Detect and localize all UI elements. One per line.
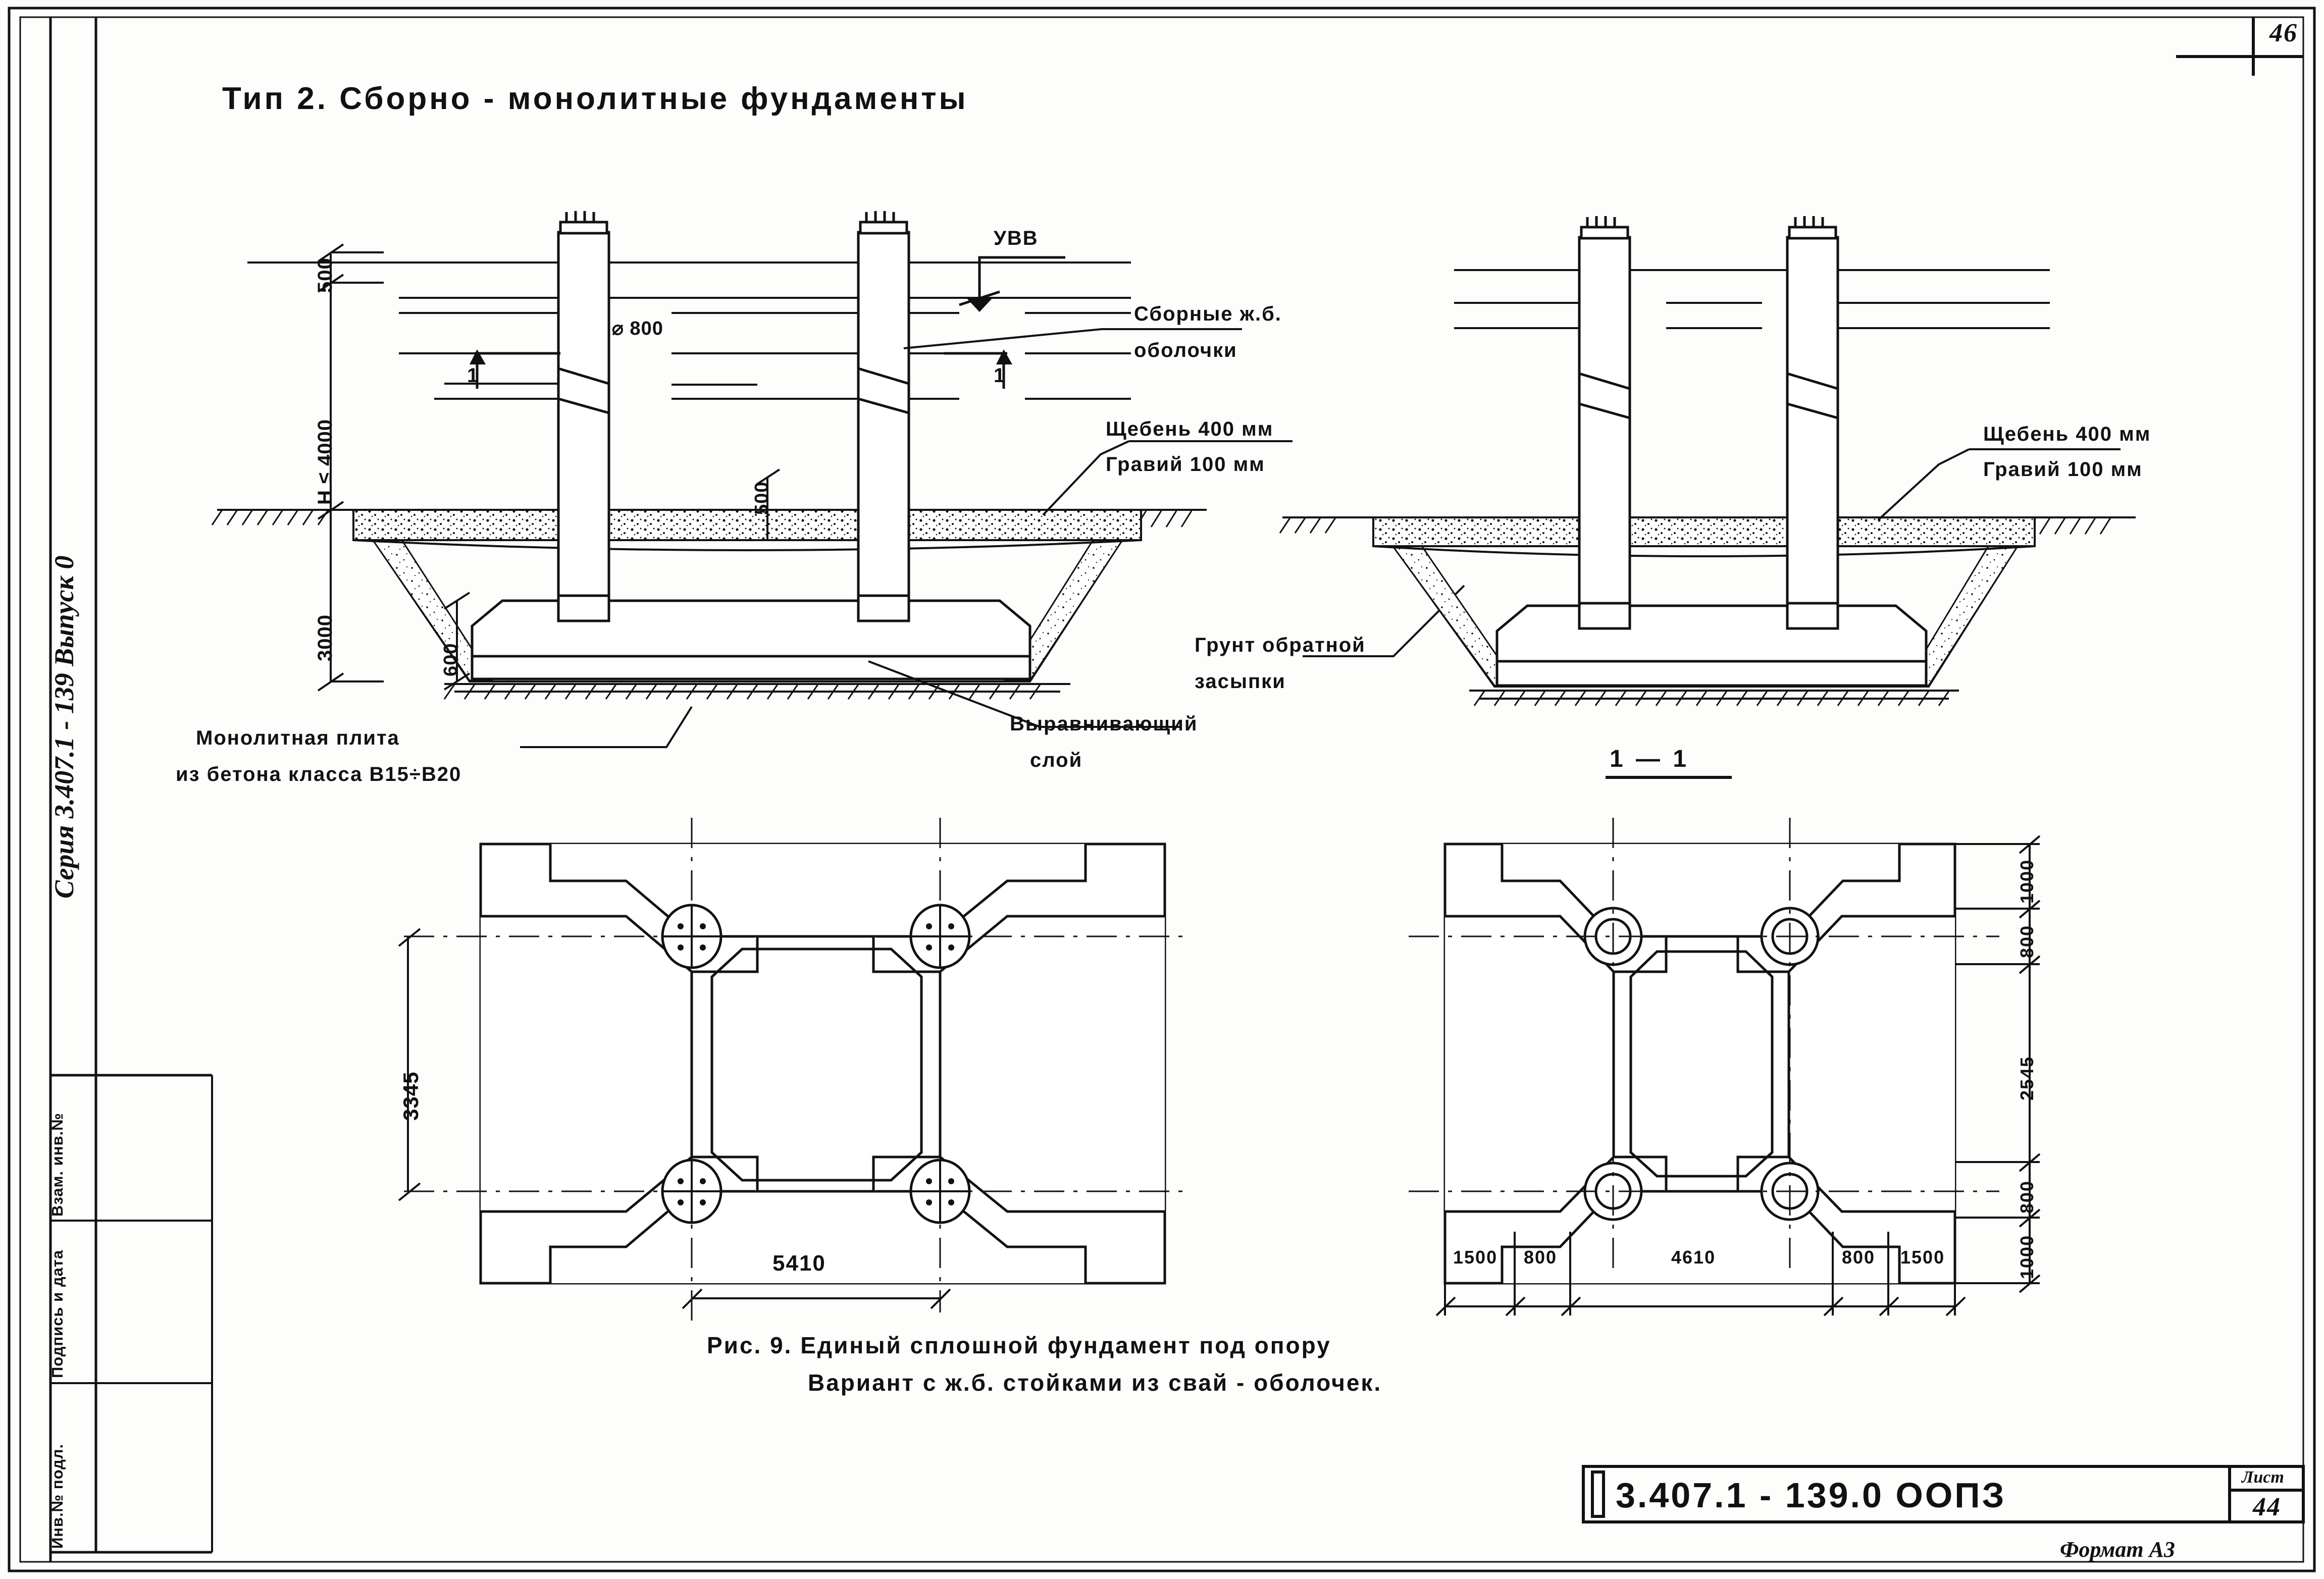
callout-monolithic-slab-line1: Монолитная плита	[196, 727, 400, 749]
callout-precast-shells-line2: оболочки	[1134, 339, 1237, 361]
title-block-sheet-number: 44	[2253, 1493, 2281, 1521]
callout-crushed-stone-left-line1: Щебень 400 мм	[1106, 418, 1274, 440]
callout-crushed-stone-left-line2: Гравий 100 мм	[1106, 453, 1265, 476]
callout-monolithic-slab-line2: из бетона класса В15÷В20	[176, 763, 462, 785]
stamp-label-podpis-data: Подпись и дата	[48, 1249, 66, 1378]
plan-left-dim-vertical: 3345	[399, 1071, 423, 1121]
callout-backfill-line2: засыпки	[1195, 670, 1286, 693]
callout-crushed-stone-right-line1: Щебень 400 мм	[1983, 423, 2151, 445]
plan-right-dim-v-4: 800	[2017, 1180, 2037, 1214]
callout-precast-shells-line1: Сборные ж.б.	[1134, 303, 1282, 325]
callout-levelling-layer-line2: слой	[1030, 749, 1083, 771]
stamp-label-vzam-inv: Взам. инв.№	[48, 1113, 66, 1217]
stamp-label-inv-podl: Инв.№ подл.	[48, 1443, 66, 1549]
plan-right-dim-h-3: 4610	[1671, 1247, 1716, 1268]
plan-left-dim-horizontal: 5410	[772, 1251, 826, 1276]
section-mark-1-right: 1	[994, 364, 1006, 387]
callout-crushed-stone-right-line2: Гравий 100 мм	[1983, 458, 2143, 481]
section-mark-1-left: 1	[467, 364, 480, 387]
callout-levelling-layer-line1: Выравнивающий	[1010, 713, 1198, 735]
callout-backfill-line1: Грунт обратной	[1195, 634, 1366, 656]
plan-right-dim-v-5: 1000	[2017, 1234, 2037, 1279]
plan-right-dim-h-4: 800	[1842, 1247, 1876, 1268]
series-label: Серия 3.407.1 - 139 Выпуск 0	[49, 555, 79, 899]
plan-right-dim-v-2: 800	[2017, 924, 2037, 958]
title-block-sheet-label: Лист	[2242, 1468, 2284, 1487]
figure-caption-line2: Вариант с ж.б. стойками из свай - оболоч…	[808, 1370, 1382, 1396]
plan-right-dim-h-5: 1500	[1900, 1247, 1945, 1268]
section-title-1-1: 1 — 1	[1610, 746, 1690, 772]
title-block-code: 3.407.1 - 139.0 ООПЗ	[1616, 1476, 2006, 1515]
dim-top-500: 500	[314, 257, 336, 293]
plan-right-dim-h-2: 800	[1524, 1247, 1558, 1268]
format-note: Формат А3	[2060, 1537, 2175, 1562]
water-level-label: УВВ	[994, 227, 1039, 249]
dim-layer-500: 500	[751, 481, 772, 515]
dim-slab-600: 600	[440, 643, 461, 676]
plan-right-dim-v-3: 2545	[2017, 1056, 2037, 1100]
page-number: 46	[2269, 19, 2298, 47]
dim-depth-3000: 3000	[314, 614, 336, 661]
dim-height-h: Н ≤ 4000	[314, 418, 336, 505]
figure-caption-line1: Рис. 9. Единый сплошной фундамент под оп…	[707, 1332, 1331, 1358]
dim-pile-diameter: ⌀ 800	[612, 318, 663, 339]
page-title: Тип 2. Сборно - монолитные фундаменты	[222, 81, 968, 116]
plan-right-dim-v-1: 1000	[2017, 859, 2037, 904]
plan-right-dim-h-1: 1500	[1453, 1247, 1498, 1268]
